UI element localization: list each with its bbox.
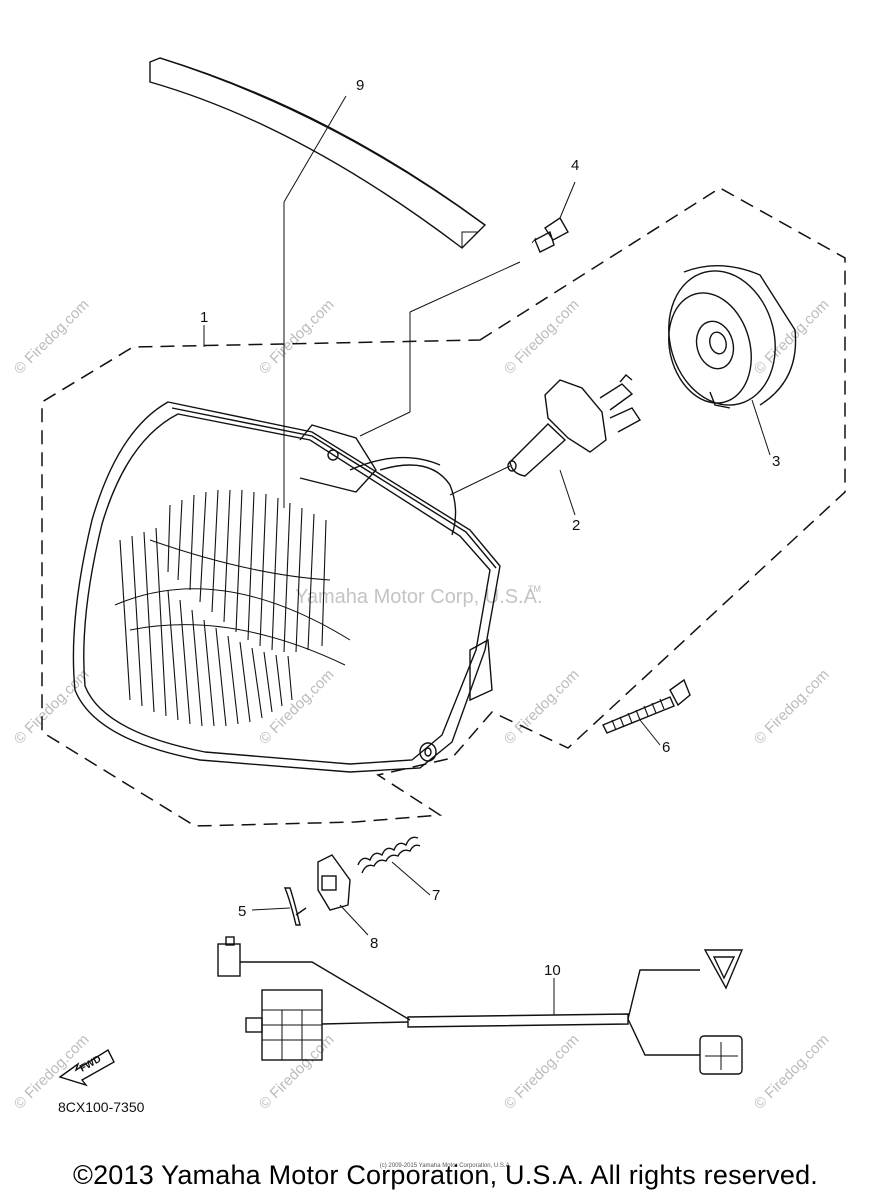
callout-labels: 1 2 3 4 5 6 7 8 9 10 bbox=[200, 77, 780, 979]
part-10-harness bbox=[217, 936, 744, 1075]
part-8-nut bbox=[317, 854, 351, 911]
fwd-label: FWD bbox=[78, 1054, 103, 1075]
watermark: © Firedog.com bbox=[11, 296, 93, 378]
watermark: © Firedog.com bbox=[256, 296, 338, 378]
watermark: © Firedog.com bbox=[11, 666, 93, 748]
headlight-unit bbox=[72, 401, 501, 773]
lens-pattern bbox=[114, 489, 351, 727]
part-3-cover bbox=[668, 264, 797, 409]
center-watermark: Yamaha Motor Corp, U.S.A. bbox=[295, 586, 543, 608]
part-5-clip bbox=[283, 887, 307, 926]
callout-8: 8 bbox=[370, 935, 378, 952]
part-2-bulb bbox=[507, 374, 642, 477]
callout-6: 6 bbox=[662, 739, 670, 756]
watermark-layer: © Firedog.com © Firedog.com © Firedog.co… bbox=[11, 296, 833, 1113]
triangle-connector bbox=[703, 949, 744, 990]
mount-hole bbox=[327, 449, 339, 461]
watermark: © Firedog.com bbox=[751, 1031, 833, 1113]
callout-4: 4 bbox=[571, 157, 579, 174]
callout-2: 2 bbox=[572, 517, 580, 534]
small-connector bbox=[217, 943, 241, 977]
part-6-screw bbox=[602, 678, 691, 734]
part-9-pad bbox=[149, 57, 487, 249]
watermark: © Firedog.com bbox=[501, 296, 583, 378]
watermark: © Firedog.com bbox=[256, 1031, 338, 1113]
watermark: © Firedog.com bbox=[501, 1031, 583, 1113]
watermark: © Firedog.com bbox=[751, 666, 833, 748]
callout-7: 7 bbox=[432, 887, 440, 904]
callout-9: 9 bbox=[356, 77, 364, 94]
part-4-bolt bbox=[531, 217, 569, 253]
copyright-notice: ©2013 Yamaha Motor Corporation, U.S.A. A… bbox=[72, 1160, 819, 1190]
leader-lines bbox=[203, 95, 771, 1015]
callout-1: 1 bbox=[200, 309, 208, 326]
part-7-spring bbox=[357, 836, 421, 874]
trademark-mark: TM bbox=[528, 584, 541, 594]
assembly-outline bbox=[41, 187, 846, 827]
callout-5: 5 bbox=[238, 903, 246, 920]
drawing-code: 8CX100-7350 bbox=[58, 1099, 145, 1115]
callout-3: 3 bbox=[772, 453, 780, 470]
tiny-copyright: (c) 2009-2015 Yamaha Motor Corporation, … bbox=[379, 1163, 512, 1169]
square-connector bbox=[699, 1035, 743, 1075]
callout-10: 10 bbox=[544, 962, 561, 979]
